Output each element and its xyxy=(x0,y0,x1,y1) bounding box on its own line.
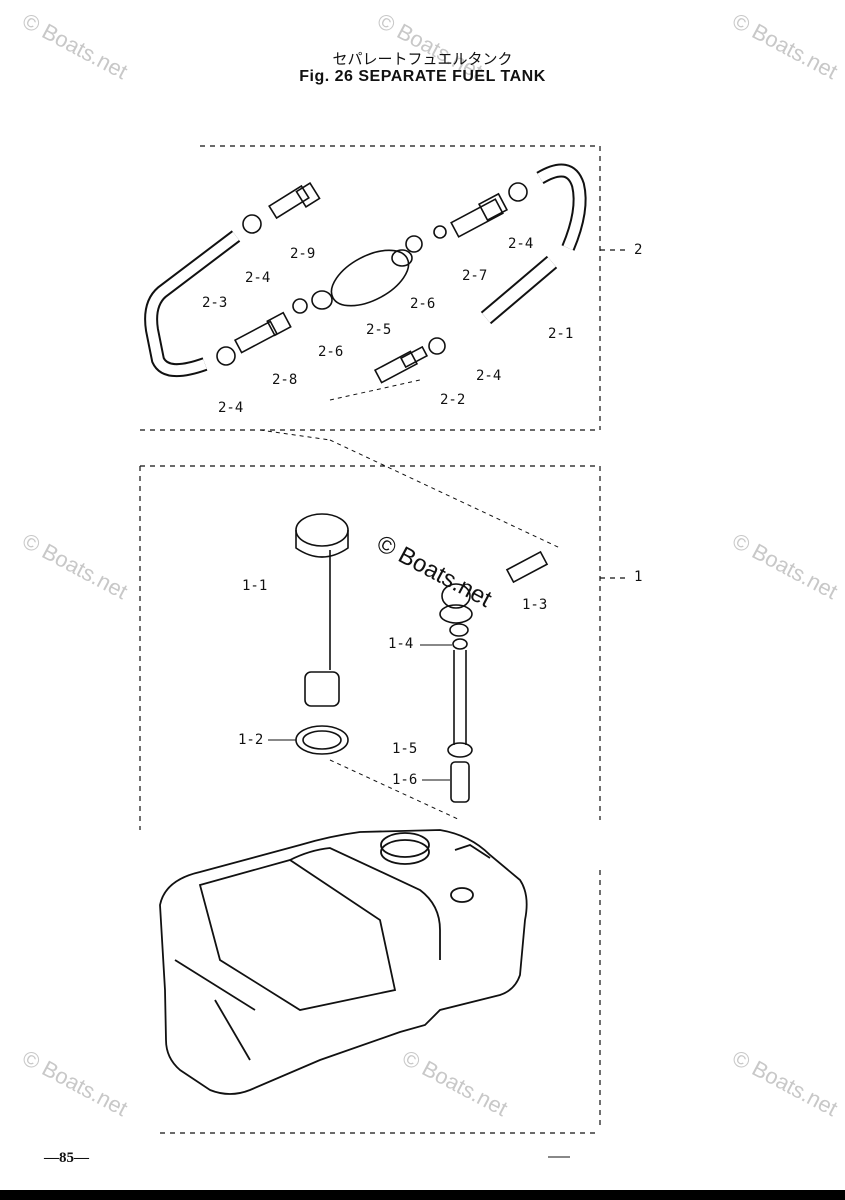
label-1-5: 1-5 xyxy=(392,741,418,757)
label-1-4: 1-4 xyxy=(388,636,414,652)
tank-parts xyxy=(268,513,549,803)
label-1-1: 1-1 xyxy=(242,578,268,594)
label-1-3: 1-3 xyxy=(522,597,548,613)
label-2-8: 2-8 xyxy=(272,372,298,388)
label-2-4-a: 2-4 xyxy=(245,270,271,286)
group-1-bracket xyxy=(139,465,628,1134)
label-group-1: 1 xyxy=(634,569,643,585)
figure-title-japanese: セパレートフュエルタンク xyxy=(332,50,513,68)
label-2-4-b: 2-4 xyxy=(508,236,534,252)
label-2-4-d: 2-4 xyxy=(218,400,244,416)
bottom-scan-border xyxy=(0,1190,845,1200)
label-2-9: 2-9 xyxy=(290,246,316,262)
leader-lines xyxy=(259,379,561,821)
label-group-2: 2 xyxy=(634,242,643,258)
label-1-6: 1-6 xyxy=(392,772,418,788)
fuel-tank-body xyxy=(159,829,528,1095)
label-2-2: 2-2 xyxy=(440,392,466,408)
label-2-6-a: 2-6 xyxy=(410,296,436,312)
label-2-5: 2-5 xyxy=(366,322,392,338)
label-1-2: 1-2 xyxy=(238,732,264,748)
figure-title-english: Fig. 26 SEPARATE FUEL TANK xyxy=(299,68,546,85)
label-2-7: 2-7 xyxy=(462,268,488,284)
label-2-1: 2-1 xyxy=(548,326,574,342)
group-2-bracket xyxy=(140,145,625,431)
hose-assembly xyxy=(144,163,587,384)
label-2-6-b: 2-6 xyxy=(318,344,344,360)
label-2-3: 2-3 xyxy=(202,295,228,311)
page-number: —85— xyxy=(44,1150,89,1166)
label-2-4-c: 2-4 xyxy=(476,368,502,384)
